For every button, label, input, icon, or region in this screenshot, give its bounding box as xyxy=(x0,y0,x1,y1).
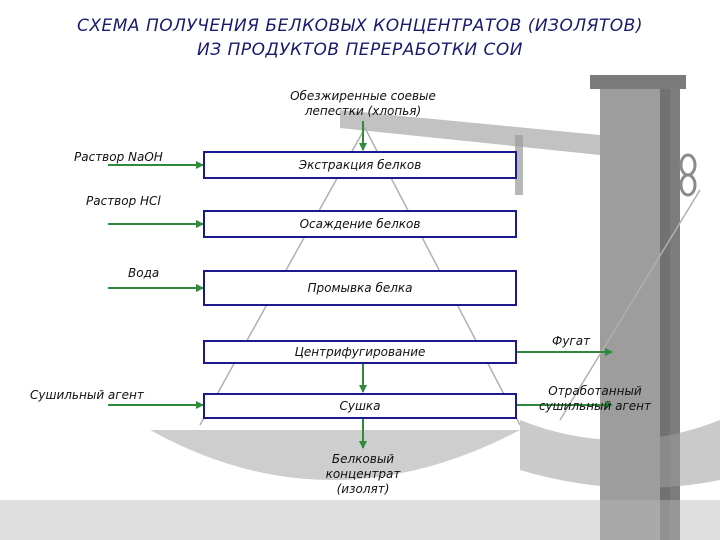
step-extraction: Экстракция белков xyxy=(203,151,517,179)
output-product-line-1: Белковый xyxy=(331,452,395,466)
diagram-title-line-2: ИЗ ПРОДУКТОВ ПЕРЕРАБОТКИ СОИ xyxy=(197,40,523,60)
output-spent-agent-line-2: сушильный агент xyxy=(538,399,652,413)
input-naoh-label: Раствор NaOH xyxy=(74,150,163,164)
step-precipitation: Осаждение белков xyxy=(203,210,517,238)
raw-material-label: Обезжиренные соевые лепестки (хлопья) xyxy=(263,89,463,119)
output-product-label: Белковый концентрат (изолят) xyxy=(303,452,423,497)
output-product-line-2: концентрат xyxy=(325,467,401,481)
input-water-label: Вода xyxy=(128,266,160,280)
input-drying-agent-label: Сушильный агент xyxy=(30,388,144,402)
raw-material-line-1: Обезжиренные соевые xyxy=(290,89,436,103)
raw-material-line-2: лепестки (хлопья) xyxy=(304,104,422,118)
input-hcl-label: Раствор HCl xyxy=(86,194,161,208)
diagram-title-line-1: СХЕМА ПОЛУЧЕНИЯ БЕЛКОВЫХ КОНЦЕНТРАТОВ (И… xyxy=(77,16,643,36)
output-product-line-3: (изолят) xyxy=(336,482,390,496)
output-spent-agent-line-1: Отработанный xyxy=(548,384,642,398)
step-washing: Промывка белка xyxy=(203,270,517,306)
output-fugate-label: Фугат xyxy=(552,334,591,348)
output-spent-agent-label: Отработанный сушильный агент xyxy=(520,384,670,414)
step-centrifugation: Центрифугирование xyxy=(203,340,517,364)
step-drying: Сушка xyxy=(203,393,517,419)
